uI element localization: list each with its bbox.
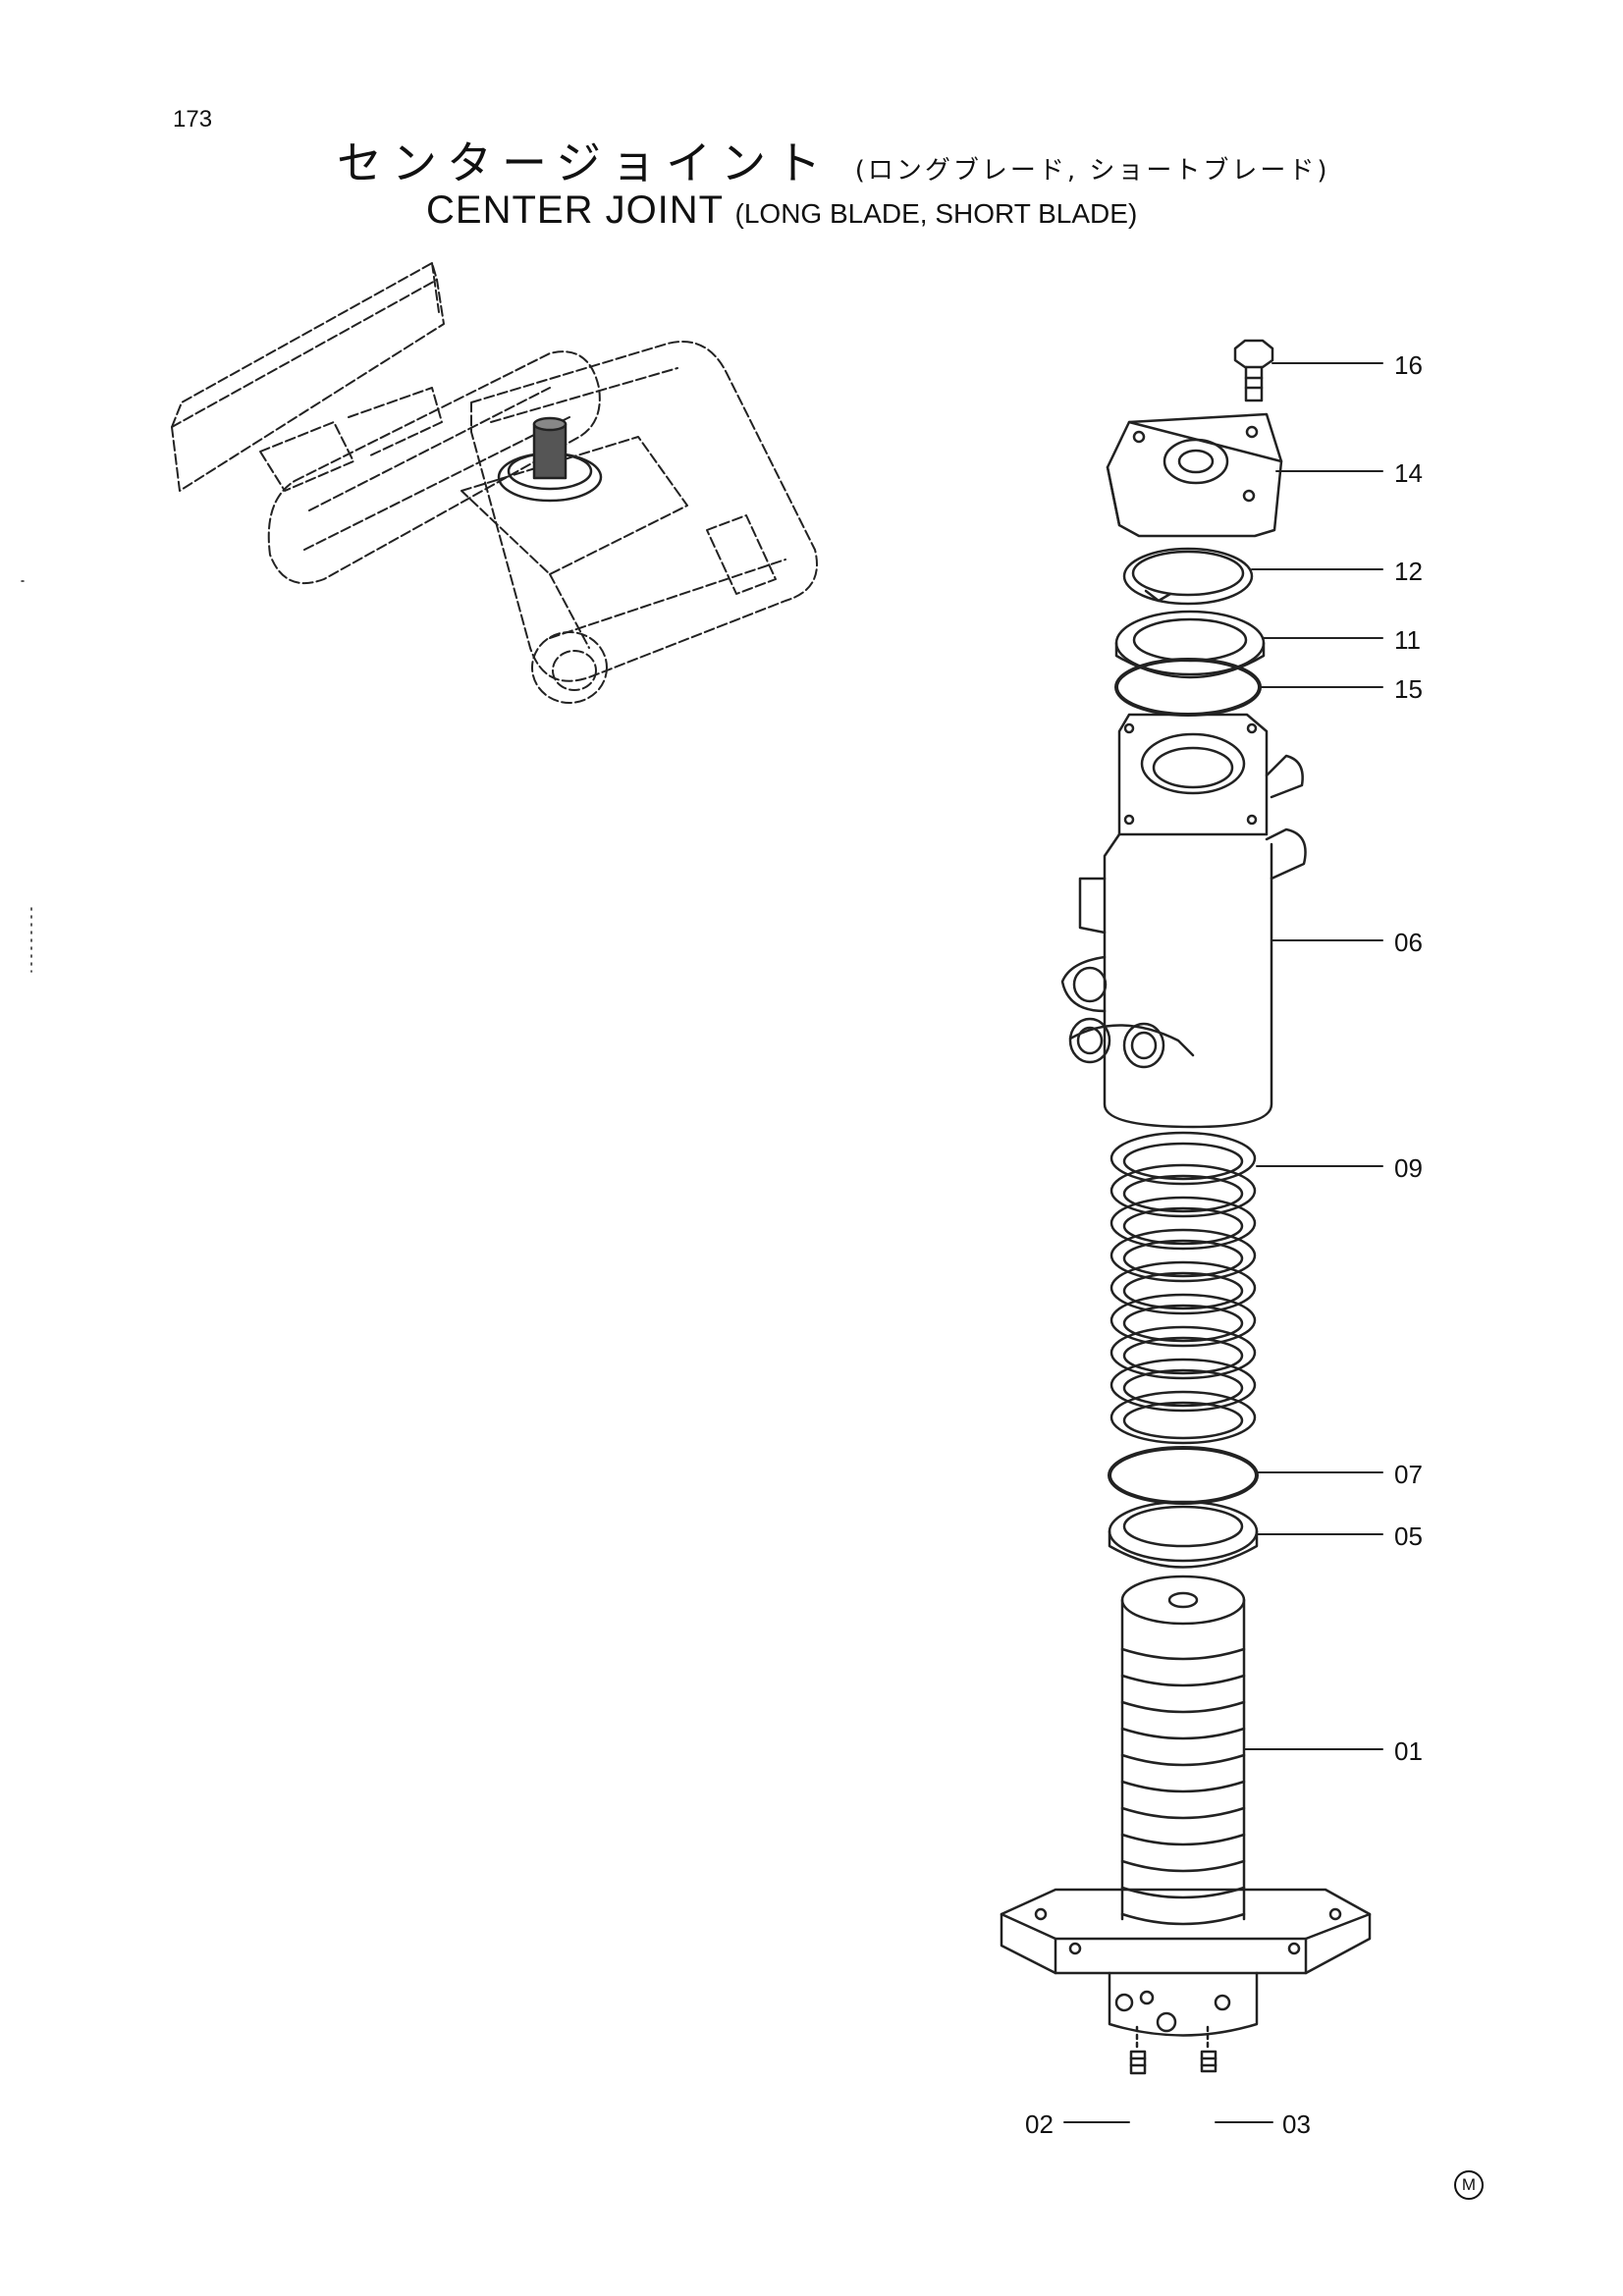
seal-ring (1109, 1358, 1257, 1413)
part-06-body (1060, 713, 1307, 1129)
callout-07: 07 (1394, 1460, 1423, 1489)
part-09-seals (1109, 1131, 1257, 1445)
callout-02: 02 (1025, 2109, 1054, 2139)
callout-14: 14 (1394, 458, 1423, 488)
part-03-plug (1200, 2025, 1217, 2073)
seal-ring-inner (1122, 1239, 1244, 1278)
part-02-plug (1129, 2025, 1147, 2075)
seal-ring (1109, 1325, 1257, 1380)
shaft-groove (1120, 1753, 1246, 1767)
title-japanese-sub: (ロングブレード, ショートブレード) (854, 156, 1330, 186)
shaft-groove (1120, 1780, 1246, 1793)
shaft-groove (1120, 1806, 1246, 1820)
seal-ring (1109, 1260, 1257, 1315)
part-15-o-ring (1114, 658, 1262, 717)
seal-ring (1109, 1228, 1257, 1283)
seal-ring-inner (1122, 1206, 1244, 1246)
registered-mark: M (1454, 2170, 1484, 2200)
shaft-groove (1120, 1886, 1246, 1899)
callout-06: 06 (1394, 928, 1423, 957)
part-07-o-ring (1108, 1446, 1259, 1505)
seal-ring (1109, 1390, 1257, 1445)
title-japanese-main: センタージョイント (337, 136, 832, 189)
leader-lines (1063, 362, 1383, 2123)
shaft-groove (1120, 1833, 1246, 1846)
shaft-groove (1120, 1727, 1246, 1740)
shaft-groove (1120, 1647, 1246, 1661)
shaft-groove (1120, 1700, 1246, 1714)
part-01-shaft (1000, 1575, 1372, 2037)
seal-ring-inner (1122, 1271, 1244, 1310)
callout-05: 05 (1394, 1522, 1423, 1551)
seal-ring-inner (1122, 1174, 1244, 1213)
seal-ring (1109, 1196, 1257, 1251)
part-14-cover (1106, 412, 1283, 538)
title-japanese: センタージョイント (ロングブレード, ショートブレード) (337, 128, 1330, 192)
part-05-seal (1108, 1500, 1259, 1569)
callout-16: 16 (1394, 350, 1423, 380)
seal-ring (1109, 1293, 1257, 1348)
shaft-groove (1120, 1912, 1246, 1926)
part-12-snap-ring (1122, 547, 1254, 606)
page-number: 173 (173, 106, 213, 133)
callout-15: 15 (1394, 674, 1423, 704)
title-english-main: CENTER JOINT (426, 188, 724, 232)
callout-09: 09 (1394, 1153, 1423, 1183)
machine-location-illustration (171, 262, 818, 704)
seal-ring-inner (1122, 1401, 1244, 1440)
seal-ring (1109, 1131, 1257, 1186)
seal-ring-inner (1122, 1368, 1244, 1408)
center-joint-location (497, 416, 603, 503)
part-16-bolt (1233, 339, 1274, 402)
callout-03: 03 (1282, 2109, 1311, 2139)
shaft-groove (1120, 1859, 1246, 1873)
margin-dots (21, 580, 32, 973)
title-english-sub: (LONG BLADE, SHORT BLADE) (734, 198, 1138, 229)
callout-11: 11 (1394, 625, 1421, 655)
seal-ring-inner (1122, 1304, 1244, 1343)
shaft-groove (1120, 1674, 1246, 1687)
seal-ring-inner (1122, 1336, 1244, 1375)
title-english: CENTER JOINT (LONG BLADE, SHORT BLADE) (426, 188, 1137, 233)
seal-ring-inner (1122, 1142, 1244, 1181)
callout-01: 01 (1394, 1736, 1423, 1766)
callout-12: 12 (1394, 557, 1423, 586)
seal-ring (1109, 1163, 1257, 1218)
